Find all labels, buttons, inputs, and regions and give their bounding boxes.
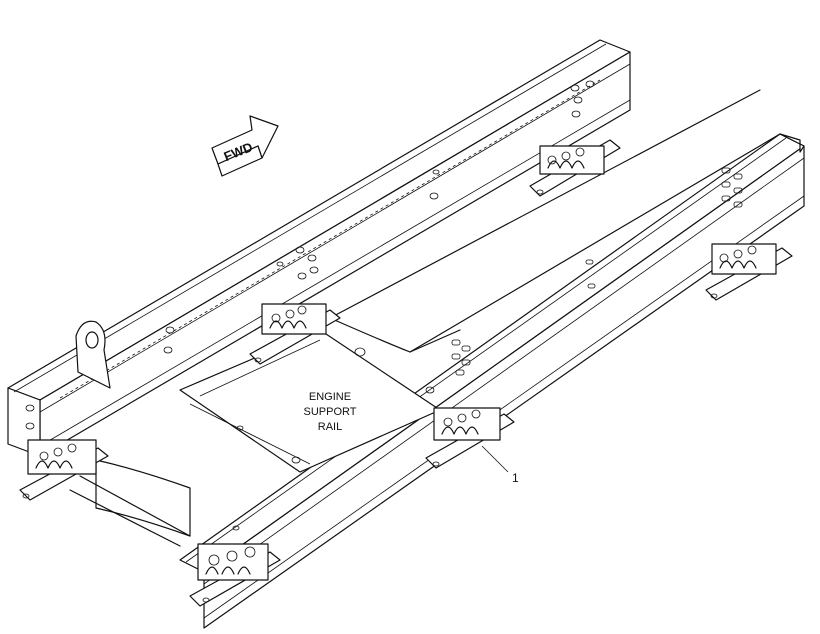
- label-line-1: ENGINE: [309, 391, 351, 403]
- label-line-2: SUPPORT: [304, 406, 357, 418]
- engine-support-rail-label: ENGINE SUPPORT RAIL: [304, 391, 357, 433]
- mount-bracket-front-center: [425, 407, 515, 469]
- mount-bracket-front-left: [189, 525, 281, 607]
- back-frame-rail: [7, 39, 631, 457]
- mount-bracket-back-left: [19, 439, 109, 501]
- fwd-direction-arrow: FWD: [211, 115, 279, 177]
- label-line-3: RAIL: [318, 421, 342, 433]
- mount-bracket-front-right: [705, 243, 793, 301]
- callout-1: 1: [481, 445, 519, 485]
- lifting-eye-lug: [75, 320, 111, 389]
- callout-number: 1: [512, 471, 519, 485]
- callout-leader-line: [481, 445, 509, 473]
- mount-bracket-back-right: [529, 139, 621, 197]
- mount-bracket-back-center: [249, 303, 341, 365]
- front-rail-bolt-holes: [451, 167, 743, 376]
- back-rail-bolt-holes: [25, 80, 595, 430]
- front-frame-rail: [179, 133, 805, 629]
